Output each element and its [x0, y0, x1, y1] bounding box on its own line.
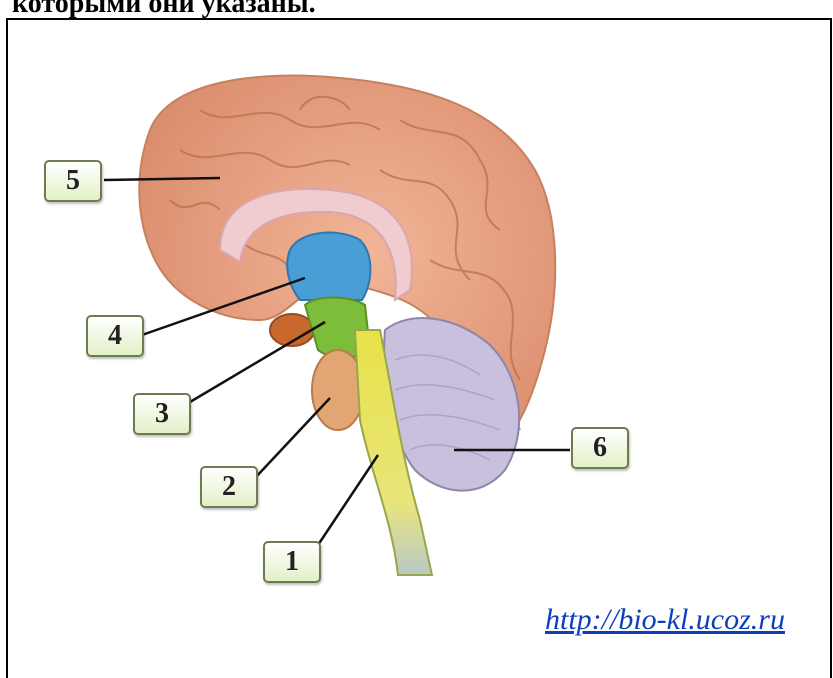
label-6: 6 [571, 427, 629, 469]
source-link[interactable]: http://bio-kl.ucoz.ru [545, 603, 785, 637]
label-4: 4 [86, 315, 144, 357]
label-2: 2 [200, 466, 258, 508]
label-1: 1 [263, 541, 321, 583]
label-3: 3 [133, 393, 191, 435]
diencephalon [287, 233, 370, 300]
label-5: 5 [44, 160, 102, 202]
